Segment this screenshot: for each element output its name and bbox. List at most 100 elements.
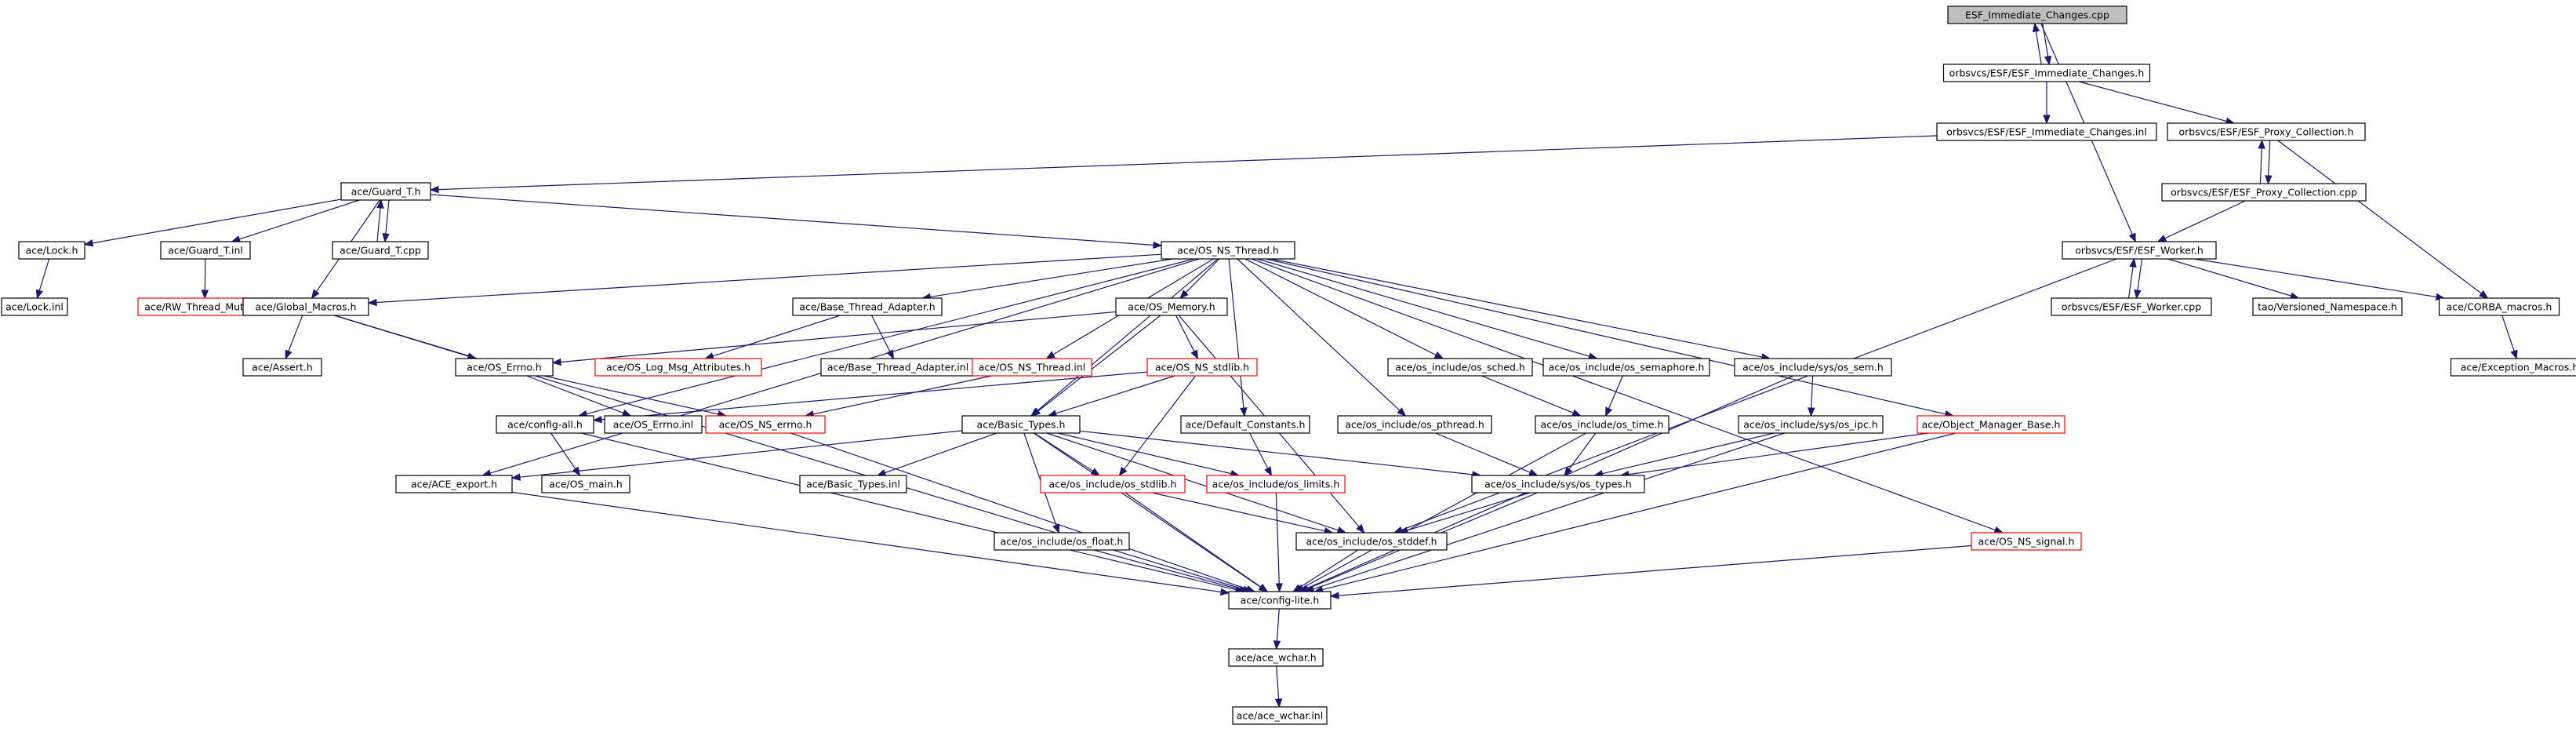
node-esf-ic-inl[interactable]: orbsvcs/ESF/ESF_Immediate_Changes.inl bbox=[1936, 122, 2157, 141]
node-osnst-h[interactable]: ace/OS_NS_Thread.h bbox=[1161, 241, 1295, 260]
node-os-float[interactable]: ace/os_include/os_float.h bbox=[994, 532, 1130, 551]
node-esf-pc-h[interactable]: orbsvcs/ESF/ESF_Proxy_Collection.h bbox=[2167, 122, 2366, 141]
node-label: ace/Exception_Macros.h bbox=[2461, 362, 2576, 373]
edge-osnst-h-to-basic-types bbox=[1030, 258, 1219, 417]
node-lock-inl[interactable]: ace/Lock.inl bbox=[1, 297, 68, 316]
node-bta-h[interactable]: ace/Base_Thread_Adapter.h bbox=[792, 297, 943, 316]
node-box bbox=[1942, 64, 2151, 82]
node-corba-m[interactable]: ace/CORBA_macros.h bbox=[2438, 297, 2560, 316]
node-box bbox=[604, 415, 703, 434]
node-box bbox=[1734, 358, 1892, 377]
edge-line bbox=[288, 315, 303, 351]
nodes-layer: ESF_Immediate_Changes.cpp orbsvcs/ESF/ESF… bbox=[1, 5, 2576, 725]
node-config-lite[interactable]: ace/config-lite.h bbox=[1228, 591, 1332, 610]
edge-line bbox=[1046, 432, 1339, 531]
edge-line bbox=[1151, 492, 1325, 532]
node-rw-mutex[interactable]: ace/RW_Thread_Mutex.h bbox=[137, 297, 272, 316]
node-label: orbsvcs/ESF/ESF_Proxy_Collection.h bbox=[2179, 126, 2354, 138]
node-box bbox=[792, 297, 943, 316]
node-os-time[interactable]: ace/os_include/os_time.h bbox=[1535, 415, 1669, 434]
node-sys-types[interactable]: ace/os_include/sys/os_types.h bbox=[1471, 475, 1645, 493]
node-box bbox=[455, 358, 554, 377]
node-sys-sem[interactable]: ace/os_include/sys/os_sem.h bbox=[1734, 358, 1892, 377]
node-os-sem[interactable]: ace/os_include/os_semaphore.h bbox=[1542, 358, 1710, 377]
node-guard-cpp[interactable]: ace/Guard_T.cpp bbox=[332, 241, 429, 260]
node-oslog[interactable]: ace/OS_Log_Msg_Attributes.h bbox=[594, 358, 762, 377]
edge-esf-ic-inl-to-guard-h bbox=[429, 135, 1938, 194]
node-osnsstdlib[interactable]: ace/OS_NS_stdlib.h bbox=[1146, 358, 1258, 377]
node-ace-export[interactable]: ace/ACE_export.h bbox=[395, 475, 513, 493]
node-box bbox=[972, 358, 1092, 377]
arrowhead bbox=[1258, 584, 1269, 592]
node-os-limits[interactable]: ace/os_include/os_limits.h bbox=[1206, 475, 1346, 493]
edge-line bbox=[376, 207, 381, 242]
edge-esf-ic-h-to-root bbox=[2032, 22, 2042, 65]
edge-line bbox=[790, 432, 1248, 590]
node-box bbox=[2161, 183, 2367, 202]
node-os-sched[interactable]: ace/os_include/os_sched.h bbox=[1387, 358, 1533, 377]
node-box bbox=[994, 532, 1130, 551]
node-guard-inl[interactable]: ace/Guard_T.inl bbox=[160, 241, 251, 260]
edge-line bbox=[1276, 608, 1280, 642]
node-default-const[interactable]: ace/Default_Constants.h bbox=[1180, 415, 1310, 434]
node-os-pthread[interactable]: ace/os_include/os_pthread.h bbox=[1337, 415, 1492, 434]
node-exc-m[interactable]: ace/Exception_Macros.h bbox=[2450, 358, 2576, 377]
edge-osnserrno-to-config-lite bbox=[790, 432, 1256, 593]
edge-osnst-h-to-config-all bbox=[577, 258, 1194, 417]
node-assert-h[interactable]: ace/Assert.h bbox=[242, 358, 322, 377]
node-config-all[interactable]: ace/config-all.h bbox=[496, 415, 594, 434]
node-os-stddef[interactable]: ace/os_include/os_stddef.h bbox=[1295, 532, 1448, 551]
edge-bta-h-to-oslog bbox=[704, 315, 841, 360]
node-osns-signal[interactable]: ace/OS_NS_signal.h bbox=[1971, 532, 2082, 551]
node-osnserrno[interactable]: ace/OS_NS_errno.h bbox=[705, 415, 826, 434]
node-sys-ipc[interactable]: ace/os_include/sys/os_ipc.h bbox=[1738, 415, 1884, 434]
node-box bbox=[1180, 415, 1310, 434]
arrowhead bbox=[1397, 407, 1407, 417]
node-osmem-h[interactable]: ace/OS_Memory.h bbox=[1115, 297, 1228, 316]
edge-line bbox=[1266, 258, 1946, 415]
edge-line bbox=[1275, 492, 1280, 585]
node-label: ace/os_include/os_limits.h bbox=[1212, 479, 1340, 490]
node-box bbox=[1738, 415, 1884, 434]
arrowhead bbox=[2129, 257, 2137, 268]
edge-osmem-h-to-osnsstdlib bbox=[1175, 315, 1199, 360]
node-oserrno-h[interactable]: ace/OS_Errno.h bbox=[455, 358, 554, 377]
node-esf-pc-cpp[interactable]: orbsvcs/ESF/ESF_Proxy_Collection.cpp bbox=[2161, 183, 2367, 202]
edge-config-lite-to-ace-wchar bbox=[1273, 608, 1281, 650]
edge-os-float-to-config-lite bbox=[1093, 549, 1249, 593]
node-global-m[interactable]: ace/Global_Macros.h bbox=[242, 297, 369, 316]
edge-line bbox=[1057, 432, 1232, 475]
edge-os-time-to-sys-types bbox=[1564, 432, 1597, 477]
edge-line bbox=[1811, 375, 1814, 409]
node-bta-inl[interactable]: ace/Base_Thread_Adapter.inl bbox=[820, 358, 976, 377]
arrowhead bbox=[592, 415, 602, 424]
arrowhead bbox=[1045, 351, 1055, 359]
node-basic-types-inl[interactable]: ace/Basic_Types.inl bbox=[799, 475, 907, 493]
node-esf-ic-h[interactable]: orbsvcs/ESF/ESF_Immediate_Changes.h bbox=[1942, 64, 2151, 82]
node-guard-h[interactable]: ace/Guard_T.h bbox=[340, 182, 431, 201]
arrowhead bbox=[1356, 523, 1365, 534]
node-esf-w-h[interactable]: orbsvcs/ESF/ESF_Worker.h bbox=[2062, 241, 2217, 260]
node-lock-h[interactable]: ace/Lock.h bbox=[18, 241, 85, 260]
node-os-stdlib[interactable]: ace/os_include/os_stdlib.h bbox=[1040, 475, 1186, 493]
edge-sys-ipc-to-sys-types bbox=[1593, 432, 1775, 478]
node-tao-vn[interactable]: tao/Versioned_Namespace.h bbox=[2252, 297, 2403, 316]
node-omb[interactable]: ace/Object_Manager_Base.h bbox=[1917, 415, 2066, 434]
edge-line bbox=[1407, 492, 1531, 531]
node-esf-w-cpp[interactable]: orbsvcs/ESF/ESF_Worker.cpp bbox=[2051, 297, 2212, 316]
edge-os-sem-to-os-time bbox=[1605, 375, 1623, 417]
node-box bbox=[242, 297, 369, 316]
edge-ace-export-to-config-lite bbox=[511, 491, 1230, 596]
edge-osmem-h-to-basic-types bbox=[1031, 315, 1161, 417]
edge-esf-ic-h-to-esf-pc-h bbox=[2078, 81, 2236, 125]
node-root[interactable]: ESF_Immediate_Changes.cpp bbox=[1947, 5, 2127, 24]
node-os-main[interactable]: ace/OS_main.h bbox=[541, 475, 630, 493]
node-osnst-inl[interactable]: ace/OS_NS_Thread.inl bbox=[972, 358, 1092, 377]
node-oserrno-inl[interactable]: ace/OS_Errno.inl bbox=[604, 415, 703, 434]
node-ace-wchar[interactable]: ace/ace_wchar.h bbox=[1228, 648, 1324, 667]
edge-osmem-h-to-oserrno-h bbox=[551, 311, 1117, 366]
node-ace-wchar-inl[interactable]: ace/ace_wchar.inl bbox=[1232, 706, 1328, 725]
arrowhead bbox=[1993, 526, 2004, 534]
node-basic-types[interactable]: ace/Basic_Types.h bbox=[961, 415, 1081, 434]
